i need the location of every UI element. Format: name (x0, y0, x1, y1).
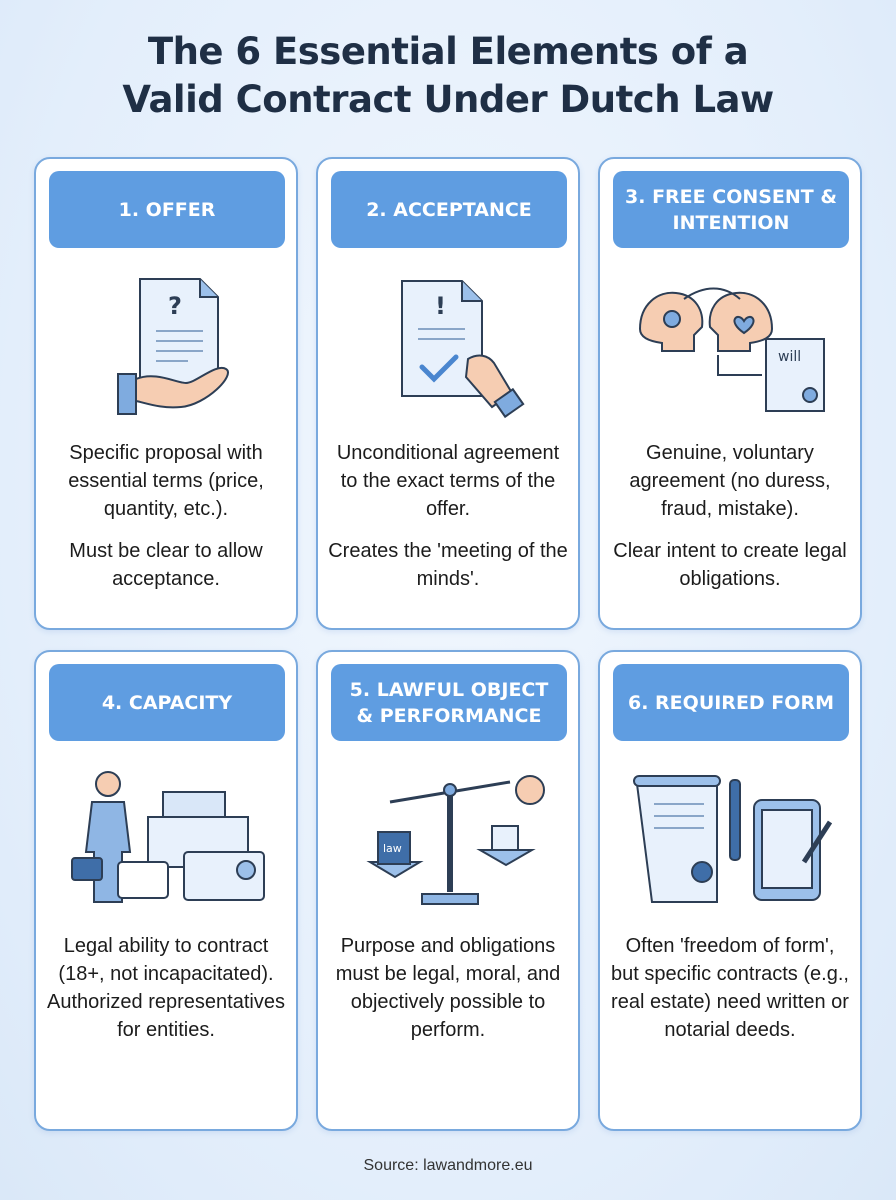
card-description: Purpose and obligations must be legal, m… (335, 935, 561, 1041)
person-building-id-icon (71, 771, 265, 903)
title-line-1: The 6 Essential Elements of a (147, 30, 749, 73)
card-description: Often 'freedom of form', but specific co… (611, 935, 849, 1041)
svg-text:will: will (778, 349, 801, 365)
card-heading: 1. OFFER (49, 171, 285, 248)
card-note: Must be clear to allow acceptance. (69, 540, 263, 590)
card-offer: 1. OFFER ? Specific proposal with essent… (34, 157, 298, 630)
card-acceptance: 2. ACCEPTANCE ! Unconditional agreement … (316, 157, 580, 630)
scroll-deed-tablet-icon (633, 775, 832, 903)
svg-text:law: law (383, 842, 402, 855)
card-heading: 4. CAPACITY (49, 664, 285, 741)
card-free-consent: 3. FREE CONSENT & INTENTION will Genuine… (598, 157, 862, 630)
page-title: The 6 Essential Elements of a Valid Contr… (0, 28, 896, 124)
source-credit: Source: lawandmore.eu (363, 1157, 533, 1174)
svg-text:!: ! (435, 292, 446, 320)
hand-holding-document-icon: ? (117, 278, 229, 415)
card-heading: 6. REQUIRED FORM (613, 664, 849, 741)
card-description: Genuine, voluntary agreement (no duress,… (629, 442, 831, 520)
document-check-hand-icon: ! (401, 280, 525, 419)
card-description: Legal ability to contract (18+, not inca… (47, 935, 285, 1041)
title-line-2: Valid Contract Under Dutch Law (122, 78, 774, 121)
card-lawful-object: 5. LAWFUL OBJECT & PERFORMANCE law Purpo… (316, 650, 580, 1131)
svg-text:?: ? (168, 292, 182, 320)
card-heading: 3. FREE CONSENT & INTENTION (613, 171, 849, 248)
card-required-form: 6. REQUIRED FORM Often 'freedom of form'… (598, 650, 862, 1131)
scales-of-justice-icon: law (366, 775, 545, 905)
card-capacity: 4. CAPACITY Legal ability to contract (1… (34, 650, 298, 1131)
card-description: Specific proposal with essential terms (… (68, 442, 264, 520)
card-note: Creates the 'meeting of the minds'. (328, 540, 568, 590)
heads-will-document-icon: will (638, 287, 825, 412)
card-heading: 5. LAWFUL OBJECT & PERFORMANCE (331, 664, 567, 741)
card-heading: 2. ACCEPTANCE (331, 171, 567, 248)
card-description: Unconditional agreement to the exact ter… (336, 442, 560, 520)
card-note: Clear intent to create legal obligations… (613, 540, 847, 590)
